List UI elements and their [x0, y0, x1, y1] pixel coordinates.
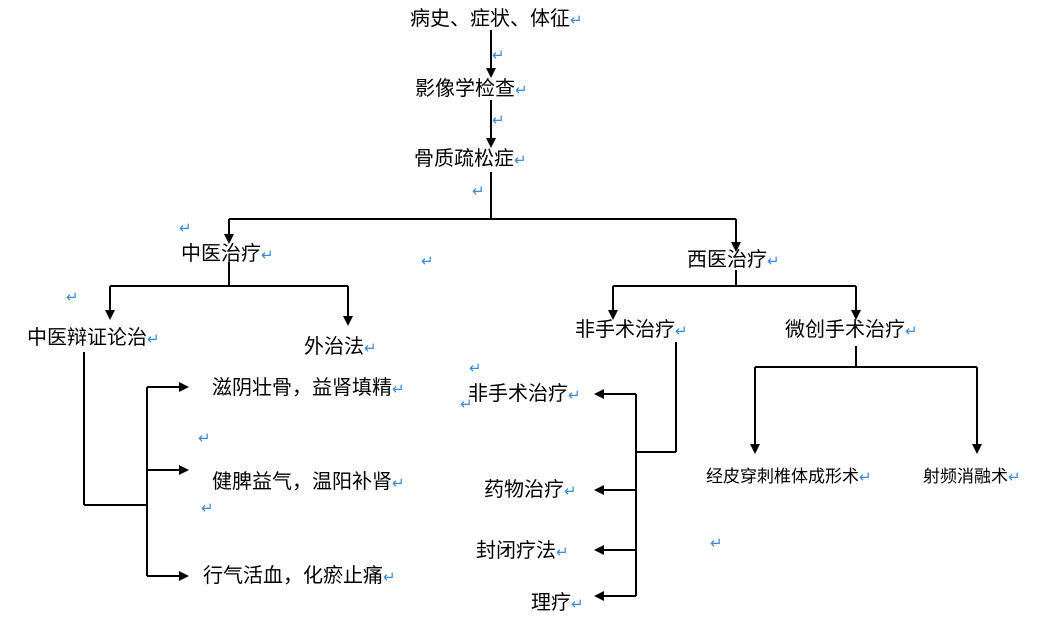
return-mark: ↵: [1008, 468, 1021, 486]
return-mark: ↵: [767, 252, 780, 270]
node-tcm-text: 中医治疗: [181, 241, 261, 265]
node-osteoporosis-text: 骨质疏松症: [414, 146, 514, 170]
return-mark: ↵: [147, 330, 160, 348]
node-nonsurgical-b: 非手术治疗↵: [468, 381, 581, 407]
return-mark: ↵: [556, 543, 569, 561]
return-mark: ↵: [383, 568, 396, 586]
node-history-text: 病史、症状、体征: [410, 6, 570, 30]
node-block: 封闭疗法↵: [476, 538, 569, 564]
node-rfa: 射频消融术↵: [923, 465, 1021, 489]
paragraph-mark: ↵: [179, 219, 192, 237]
node-pvp-text: 经皮穿刺椎体成形术: [706, 467, 859, 487]
return-mark: ↵: [514, 151, 527, 169]
paragraph-mark: ↵: [460, 395, 473, 413]
node-tcm-syndrome-text: 中医辩证论治: [27, 325, 147, 349]
return-mark: ↵: [261, 246, 274, 264]
node-blood-text: 行气活血，化瘀止痛: [203, 563, 383, 587]
node-nonsurgical-a: 非手术治疗↵: [575, 317, 688, 343]
return-mark: ↵: [564, 482, 577, 500]
node-pvp: 经皮穿刺椎体成形术↵: [706, 465, 872, 489]
paragraph-mark: ↵: [492, 46, 505, 64]
paragraph-mark: ↵: [201, 499, 214, 517]
node-nonsurgical-a-text: 非手术治疗: [575, 317, 675, 341]
node-nonsurgical-b-text: 非手术治疗: [468, 381, 568, 405]
node-spleen-qi: 健脾益气，温阳补肾↵: [212, 469, 405, 495]
node-external: 外治法↵: [304, 334, 377, 360]
return-mark: ↵: [675, 322, 688, 340]
node-osteoporosis: 骨质疏松症↵: [414, 146, 527, 172]
node-rfa-text: 射频消融术: [923, 467, 1008, 487]
node-drug-text: 药物治疗: [484, 477, 564, 501]
paragraph-mark: ↵: [66, 288, 79, 306]
paragraph-mark: ↵: [421, 252, 434, 270]
node-western: 西医治疗↵: [687, 247, 780, 273]
node-tcm-syndrome: 中医辩证论治↵: [27, 325, 160, 351]
node-physio-text: 理疗: [531, 590, 571, 614]
node-block-text: 封闭疗法: [476, 538, 556, 562]
paragraph-mark: ↵: [198, 429, 211, 447]
node-tonify-kidney-text: 滋阴壮骨，益肾填精: [212, 375, 392, 399]
node-imaging-text: 影像学检查: [415, 76, 515, 100]
return-mark: ↵: [568, 386, 581, 404]
return-mark: ↵: [571, 595, 584, 613]
paragraph-mark: ↵: [469, 359, 482, 377]
return-mark: ↵: [570, 11, 583, 29]
node-blood: 行气活血，化瘀止痛↵: [203, 563, 396, 589]
return-mark: ↵: [905, 322, 918, 340]
paragraph-mark: ↵: [472, 182, 485, 200]
return-mark: ↵: [392, 380, 405, 398]
node-external-text: 外治法: [304, 334, 364, 358]
node-minimally-invasive: 微创手术治疗↵: [785, 317, 918, 343]
node-spleen-qi-text: 健脾益气，温阳补肾: [212, 469, 392, 493]
node-physio: 理疗↵: [531, 590, 584, 616]
node-western-text: 西医治疗: [687, 247, 767, 271]
node-history: 病史、症状、体征↵: [410, 6, 583, 32]
paragraph-mark: ↵: [492, 111, 505, 129]
return-mark: ↵: [364, 339, 377, 357]
node-drug: 药物治疗↵: [484, 477, 577, 503]
node-tonify-kidney: 滋阴壮骨，益肾填精↵: [212, 375, 405, 401]
return-mark: ↵: [859, 468, 872, 486]
node-imaging: 影像学检查↵: [415, 76, 528, 102]
node-tcm: 中医治疗↵: [181, 241, 274, 267]
return-mark: ↵: [515, 81, 528, 99]
return-mark: ↵: [392, 474, 405, 492]
node-minimally-invasive-text: 微创手术治疗: [785, 317, 905, 341]
paragraph-mark: ↵: [710, 534, 723, 552]
